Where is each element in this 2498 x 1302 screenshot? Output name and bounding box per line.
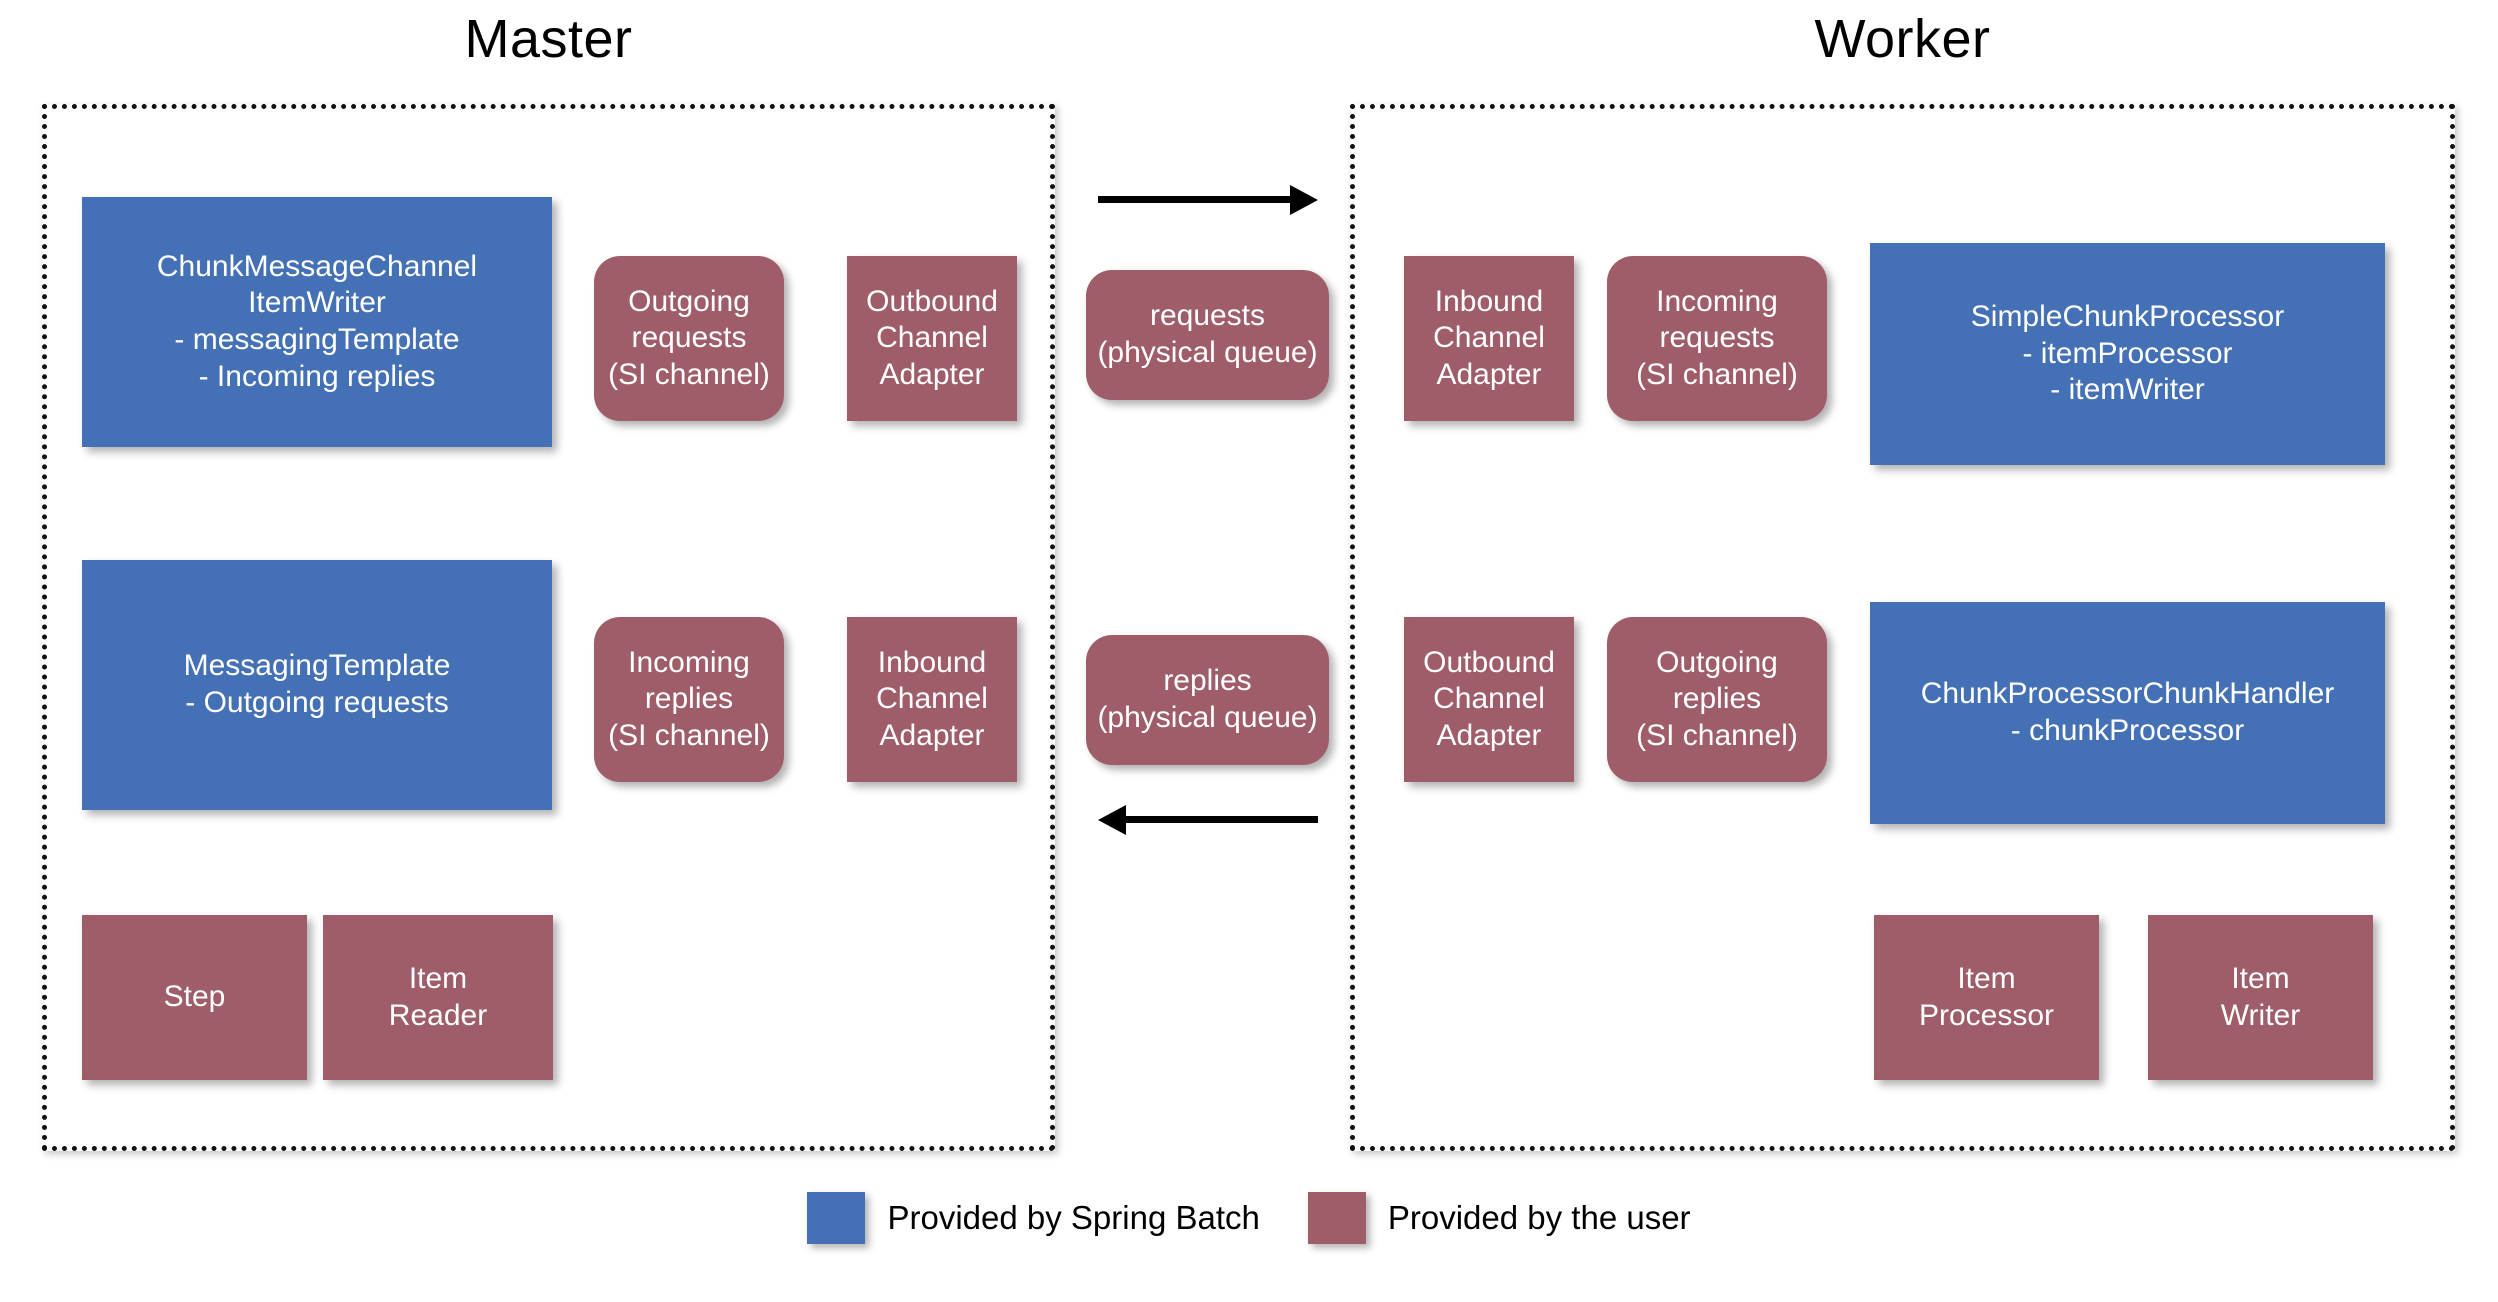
node-master-outbound-channel-adapter[interactable]: Outbound Channel Adapter: [847, 256, 1017, 421]
node-simple-chunk-processor[interactable]: SimpleChunkProcessor - itemProcessor - i…: [1870, 243, 2385, 465]
legend-swatch-user: [1307, 1192, 1366, 1244]
legend-swatch-spring-batch: [807, 1192, 866, 1244]
arrow-replies-head-icon: [1098, 805, 1126, 835]
master-panel-frame: [42, 104, 1055, 1151]
node-master-outgoing-requests-channel[interactable]: Outgoing requests (SI channel): [594, 256, 784, 421]
legend-item-user: Provided by the user: [1307, 1192, 1691, 1244]
node-worker-outbound-channel-adapter[interactable]: Outbound Channel Adapter: [1404, 617, 1574, 782]
node-item-writer[interactable]: Item Writer: [2148, 915, 2373, 1080]
node-chunk-message-channel-item-writer[interactable]: ChunkMessageChannel ItemWriter - messagi…: [82, 197, 552, 447]
node-chunk-processor-chunk-handler[interactable]: ChunkProcessorChunkHandler - chunkProces…: [1870, 602, 2385, 824]
node-step[interactable]: Step: [82, 915, 307, 1080]
legend: Provided by Spring Batch Provided by the…: [0, 1192, 2498, 1244]
arrow-requests-to-worker: [1098, 185, 1318, 215]
node-messaging-template[interactable]: MessagingTemplate - Outgoing requests: [82, 560, 552, 810]
worker-panel-frame: [1350, 104, 2455, 1151]
node-item-processor[interactable]: Item Processor: [1874, 915, 2099, 1080]
node-item-reader[interactable]: Item Reader: [323, 915, 553, 1080]
arrow-requests-line: [1098, 196, 1294, 203]
worker-panel-title: Worker: [1814, 9, 1991, 69]
master-panel-title: Master: [464, 9, 633, 69]
node-replies-physical-queue[interactable]: replies (physical queue): [1086, 635, 1329, 765]
node-worker-incoming-requests-channel[interactable]: Incoming requests (SI channel): [1607, 256, 1827, 421]
node-worker-outgoing-replies-channel[interactable]: Outgoing replies (SI channel): [1607, 617, 1827, 782]
arrow-requests-head-icon: [1290, 185, 1318, 215]
node-requests-physical-queue[interactable]: requests (physical queue): [1086, 270, 1329, 400]
legend-label-spring-batch: Provided by Spring Batch: [887, 1199, 1260, 1236]
legend-label-user: Provided by the user: [1387, 1199, 1691, 1236]
node-master-inbound-channel-adapter[interactable]: Inbound Channel Adapter: [847, 617, 1017, 782]
node-worker-inbound-channel-adapter[interactable]: Inbound Channel Adapter: [1404, 256, 1574, 421]
arrow-replies-line: [1122, 816, 1318, 823]
node-master-incoming-replies-channel[interactable]: Incoming replies (SI channel): [594, 617, 784, 782]
legend-item-spring-batch: Provided by Spring Batch: [807, 1192, 1260, 1244]
arrow-replies-to-master: [1098, 805, 1318, 835]
